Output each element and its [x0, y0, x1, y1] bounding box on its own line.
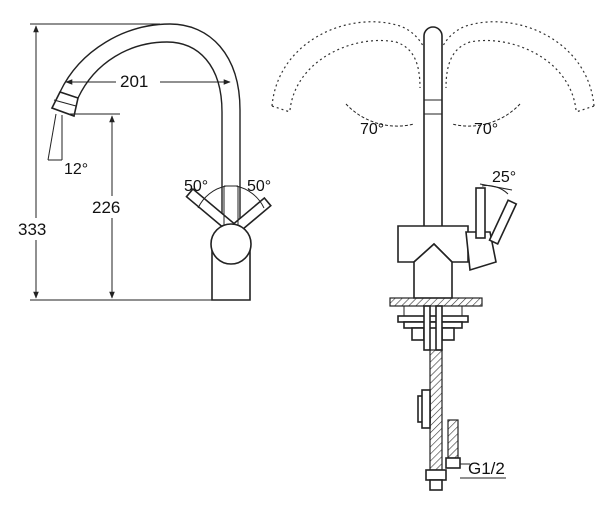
dimension-total-height: 333: [14, 23, 212, 301]
mixer-body: 25°: [397, 169, 518, 299]
supply-hoses: [417, 349, 461, 491]
swivel-left-angle-label: 70°: [360, 121, 384, 138]
handle-hub: [210, 223, 252, 265]
reach-label: 201: [120, 72, 148, 91]
handle-angle-marks: 50° 50°: [184, 178, 271, 209]
spout-swing-left: [271, 21, 433, 113]
thread-callout: G1/2: [460, 459, 506, 479]
spout-tilt-label: 12°: [64, 161, 88, 178]
spray-angle-marker: 12°: [47, 113, 88, 178]
handle-left-angle-label: 50°: [184, 178, 208, 195]
faucet-body: [185, 185, 272, 301]
swivel-angle-marks: 70° 70°: [345, 103, 521, 138]
spout-swing-right: [433, 21, 595, 113]
dimension-reach: 201: [65, 70, 231, 91]
thread-label: G1/2: [468, 459, 505, 478]
front-view: 70° 70° 25°: [271, 21, 595, 491]
spout-height-label: 226: [92, 198, 120, 217]
swivel-right-angle-label: 70°: [474, 121, 498, 138]
handle-lift-angle-label: 25°: [492, 169, 516, 186]
total-height-label: 333: [18, 220, 46, 239]
handle-right-angle-label: 50°: [247, 178, 271, 195]
center-spout: [423, 26, 443, 229]
side-view: 12° 50° 50° 201: [14, 23, 272, 301]
spout: [50, 23, 241, 258]
countertop: [389, 297, 483, 351]
dimension-spout-height: 226: [70, 113, 134, 299]
